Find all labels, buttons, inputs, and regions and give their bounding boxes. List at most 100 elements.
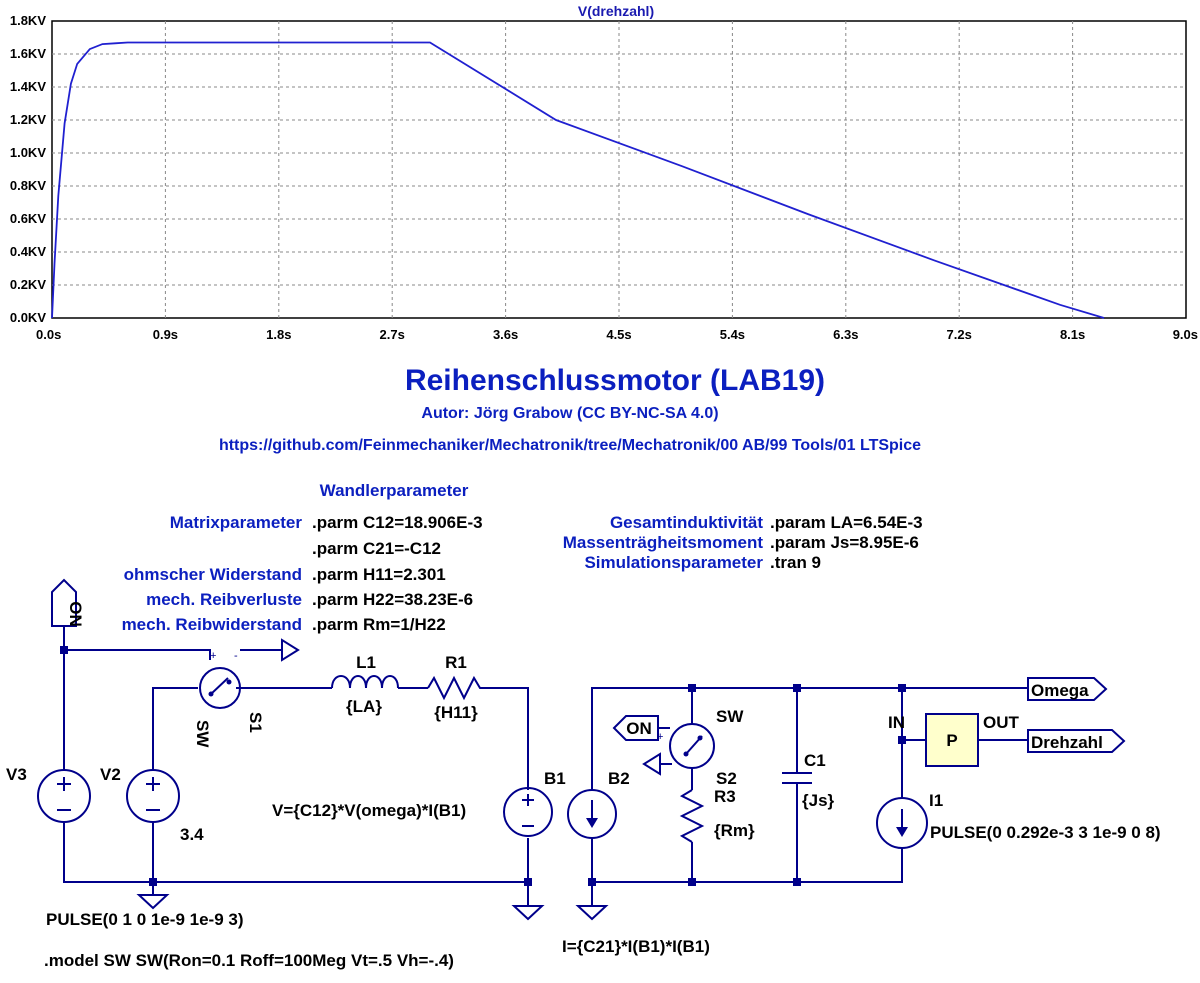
inductor-l1-value: {LA} [346, 697, 382, 716]
x-tick-label: 1.8s [266, 327, 291, 342]
param-tran: .tran 9 [770, 553, 821, 572]
switch-s1-label: S1 [246, 712, 265, 733]
label-reibwiderstand: mech. Reibwiderstand [122, 615, 302, 634]
param-c21: .parm C21=-C12 [312, 539, 441, 558]
inductor-l1-label: L1 [356, 653, 376, 672]
y-tick-label: 1.0KV [10, 145, 46, 160]
x-tick-label: 5.4s [720, 327, 745, 342]
svg-text:+: + [210, 650, 216, 662]
author-line: Autor: Jörg Grabow (CC BY-NC-SA 4.0) [421, 405, 718, 422]
wire-on-to-switch [63, 626, 211, 660]
switch-model-label: SW [193, 720, 212, 748]
x-tick-label: 8.1s [1060, 327, 1085, 342]
y-tick-label: 1.6KV [10, 46, 46, 61]
svg-text:+: + [657, 731, 663, 743]
series-line-drehzahl [51, 41, 1105, 319]
switch-s1[interactable]: + - [199, 638, 300, 709]
electrical-circuit: ON + - SW S1 L1 [6, 578, 566, 970]
behavioral-source-b1[interactable] [503, 787, 553, 837]
x-tick-label: 4.5s [606, 327, 631, 342]
wire-bottom-bus [591, 838, 903, 883]
param-js: .param Js=8.95E-6 [770, 533, 919, 552]
wire-r1-to-b1 [484, 687, 529, 790]
y-tick-label: 1.2KV [10, 112, 46, 127]
inductor-l1[interactable] [331, 675, 399, 689]
y-tick-label: 0.4KV [10, 244, 46, 259]
on-port-right-label: ON [626, 719, 652, 738]
label-reibverluste: mech. Reibverluste [146, 590, 302, 609]
behavioral-source-b1-label: B1 [544, 769, 566, 788]
switch-model-spec: .model SW SW(Ron=0.1 Roff=100Meg Vt=.5 V… [44, 951, 454, 970]
drehzahl-port-label: Drehzahl [1031, 733, 1103, 752]
current-source-i1-value: PULSE(0 0.292e-3 3 1e-9 0 8) [930, 823, 1161, 842]
x-tick-label: 6.3s [833, 327, 858, 342]
capacitor-c1-value: {Js} [802, 791, 835, 810]
param-heading: Wandlerparameter [320, 481, 469, 500]
switch-model-label-right: SW [716, 707, 744, 726]
omega-port-label: Omega [1031, 681, 1089, 700]
capacitor-c1[interactable] [782, 772, 812, 784]
x-axis-ticks: 0.0s 0.9s 1.8s 2.7s 3.6s 4.5s 5.4s 6.3s 7.2s 8.1s… [36, 327, 1198, 342]
x-tick-label: 9.0s [1173, 327, 1198, 342]
plot-title: V(drehzahl) [578, 3, 654, 19]
y-tick-label: 0.8KV [10, 178, 46, 193]
label-simulation: Simulationsparameter [584, 553, 763, 572]
on-port-right[interactable]: ON [612, 715, 659, 741]
voltage-source-v3-label: V3 [6, 765, 27, 784]
behavioral-source-b2[interactable] [567, 789, 617, 839]
y-tick-label: 0.6KV [10, 211, 46, 226]
y-tick-label: 0.0KV [10, 310, 46, 325]
label-ohm: ohmscher Widerstand [124, 565, 302, 584]
x-tick-label: 0.0s [36, 327, 61, 342]
ground-icon-b1 [511, 905, 545, 921]
resistor-r3[interactable] [679, 789, 705, 843]
ground-icon-left [136, 894, 170, 910]
wire-v2-to-switch [152, 687, 198, 770]
y-tick-label: 0.2KV [10, 277, 46, 292]
ground-icon-b2 [575, 905, 609, 921]
plot-grid [52, 21, 1186, 318]
resistor-r1-label: R1 [445, 653, 467, 672]
y-axis-ticks: 0.0KV 0.2KV 0.4KV 0.6KV 0.8KV 1.0KV 1.2KV 1.4KV… [10, 13, 46, 325]
param-rm: .parm Rm=1/H22 [312, 615, 446, 634]
b1-expression: V={C12}*V(omega)*I(B1) [272, 801, 466, 820]
label-matrixparameter: Matrixparameter [170, 513, 303, 532]
voltage-source-v2[interactable] [126, 769, 180, 823]
capacitor-c1-label: C1 [804, 751, 826, 770]
param-h22: .parm H22=38.23E-6 [312, 590, 473, 609]
b2-expression: I={C21}*I(B1)*I(B1) [562, 937, 710, 956]
waveform-plot: V(drehzahl) 0.0KV 0.2KV 0.4KV 0.6KV 0.8KV 1.0… [10, 3, 1198, 342]
mechanical-circuit: B2 I={C21}*I(B1)*I(B1) ON + - SW S2 R3 {… [562, 677, 1161, 956]
resistor-r3-value: {Rm} [714, 821, 755, 840]
ground-icon-s2 [642, 752, 661, 776]
p-block-in-label: IN [888, 713, 905, 732]
param-h11: .parm H11=2.301 [312, 565, 446, 584]
page-title: Reihenschlussmotor (LAB19) [405, 364, 825, 397]
ground-icon-s1 [281, 638, 300, 662]
p-block[interactable]: P [925, 713, 979, 767]
behavioral-source-b2-label: B2 [608, 769, 630, 788]
wire-ground-bus [63, 822, 528, 883]
wire-top-bus [591, 687, 1028, 790]
y-tick-label: 1.8KV [10, 13, 46, 28]
resistor-r1-value: {H11} [434, 703, 478, 722]
voltage-source-v2-label: V2 [100, 765, 121, 784]
voltage-source-v3[interactable] [37, 769, 91, 823]
x-tick-label: 0.9s [153, 327, 178, 342]
switch-s2-label: S2 [716, 769, 737, 788]
omega-port[interactable]: Omega [1027, 677, 1108, 701]
x-tick-label: 7.2s [947, 327, 972, 342]
voltage-source-v2-value: 3.4 [180, 825, 204, 844]
x-tick-label: 2.7s [380, 327, 405, 342]
x-tick-label: 3.6s [493, 327, 518, 342]
current-source-i1-label: I1 [929, 791, 943, 810]
y-tick-label: 1.4KV [10, 79, 46, 94]
param-c12: .parm C12=18.906E-3 [312, 513, 483, 532]
on-port-label: ON [66, 601, 85, 627]
p-block-out-label: OUT [983, 713, 1020, 732]
current-source-i1[interactable] [876, 797, 928, 849]
resistor-r1[interactable] [427, 675, 484, 701]
on-port-left[interactable]: ON [51, 578, 85, 627]
drehzahl-port[interactable]: Drehzahl [1027, 729, 1126, 753]
